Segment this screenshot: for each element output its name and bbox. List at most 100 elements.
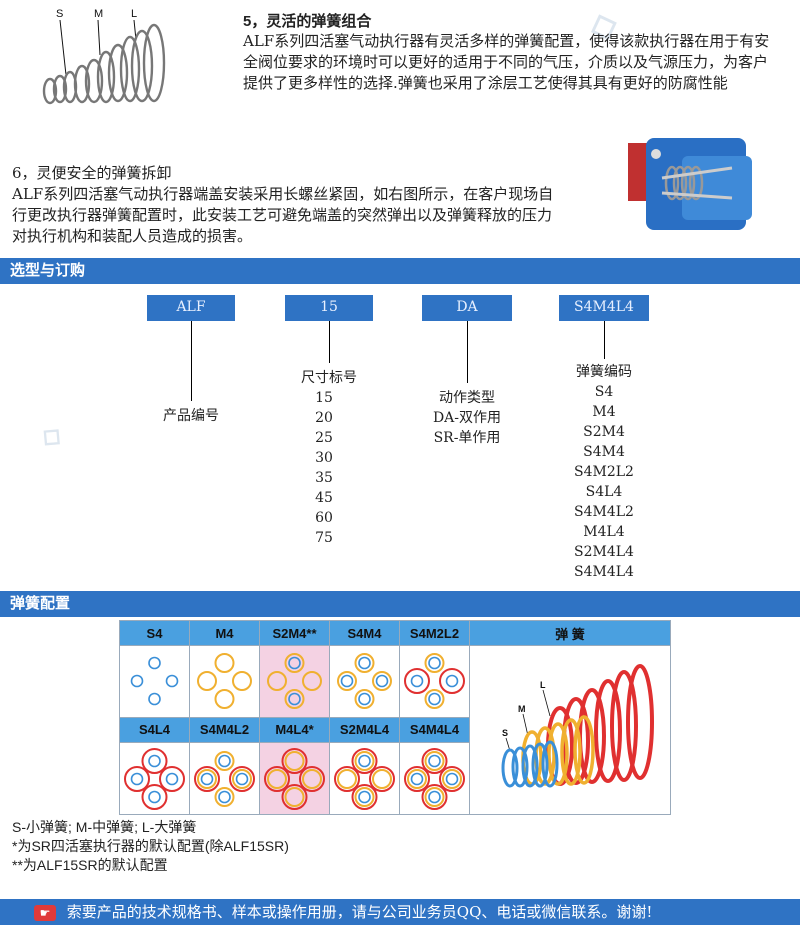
spring-code-item: M4 <box>592 404 616 420</box>
config-header: S4M4L2 <box>189 716 260 744</box>
spring-ring-m <box>214 689 235 710</box>
spring-ring-m <box>232 768 252 789</box>
spring-ring-m <box>407 768 427 789</box>
spring-config-section-bar: 弹簧配置 <box>0 591 800 617</box>
spring-ring-s <box>358 693 371 706</box>
spring-ring-l <box>439 765 465 792</box>
spring-ring-s <box>130 772 144 785</box>
note-line: S-小弹簧; M-中弹簧; L-大弹簧 <box>12 819 197 835</box>
size-list: 15 20 25 30 35 45 60 75 <box>304 388 354 548</box>
spring-ring-s <box>410 772 424 785</box>
spring-ring-m <box>424 689 445 710</box>
spring-ring-l <box>404 668 430 695</box>
spring-ring-l <box>281 783 308 810</box>
config-diagram-s4m4l2 <box>189 742 260 815</box>
config-diagram-s4l4 <box>119 742 190 815</box>
spring-code-title: 弹簧编码 <box>576 364 632 380</box>
spring-letter: S <box>502 728 508 738</box>
connector-line <box>467 321 468 383</box>
footer-text: 索要产品的技术规格书、样本或操作用册，请与公司业务员QQ、电话或微信联系。谢谢! <box>66 903 653 921</box>
spring-image-header: 弹 簧 <box>469 620 671 646</box>
spring-config-table: S4 M4 S2M4** S4M4 S4M2L2 弹 簧 S M L <box>119 620 671 815</box>
spring-ring-s <box>218 790 231 803</box>
spring-ring-m <box>442 768 462 789</box>
spring-ring-s <box>148 754 161 767</box>
config-header: S2M4** <box>259 620 330 646</box>
spring-code-item: S2M4L4 <box>574 544 634 560</box>
spring-ring-m <box>424 750 445 771</box>
spring-label: M <box>94 8 103 20</box>
watermark: ◇ <box>32 417 70 454</box>
spring-ring-m <box>424 786 445 807</box>
spring-code-item: S4M4L4 <box>574 564 634 580</box>
size-item: 15 <box>315 390 333 406</box>
size-item: 20 <box>315 410 333 426</box>
spring-label: L <box>131 8 137 20</box>
spring-ring-s <box>428 790 441 803</box>
spring-ring-m <box>354 750 375 771</box>
spring-ring-l <box>404 765 430 792</box>
code-box-size: 15 <box>285 295 373 321</box>
size-item: 75 <box>315 530 333 546</box>
spring-ring-m <box>337 768 357 789</box>
spring-ring-s <box>445 772 459 785</box>
spring-ring-l <box>229 765 255 792</box>
spring-combo-image-cell: S M L <box>469 645 671 815</box>
size-item: 45 <box>315 490 333 506</box>
size-item: 30 <box>315 450 333 466</box>
spring-code-item: M4L4 <box>583 524 625 540</box>
spring-ring-l <box>421 747 448 774</box>
spring-ring-l <box>159 765 185 792</box>
spring-ring-s <box>428 657 441 670</box>
pointing-hand-icon: ☛ <box>34 905 56 921</box>
actuator-image <box>628 138 752 230</box>
spring-ring-s <box>445 675 459 688</box>
code-box-action: DA <box>422 295 512 321</box>
note-line: **为ALF15SR的默认配置 <box>12 857 168 873</box>
spring-ring-l <box>264 765 290 792</box>
section5-title: 5，灵活的弹簧组合 <box>243 13 372 30</box>
footer-bar: ☛ 索要产品的技术规格书、样本或操作用册，请与公司业务员QQ、电话或微信联系。谢… <box>0 899 800 925</box>
spring-ring-s <box>130 675 144 688</box>
config-diagram-s4m4l4 <box>399 742 470 815</box>
spring-ring-l <box>369 765 395 792</box>
spring-ring-s <box>200 772 214 785</box>
action-item: SR-单作用 <box>433 430 501 446</box>
spring-ring-m <box>284 689 305 710</box>
spring-ring-s <box>428 693 441 706</box>
spring-ring-m <box>197 768 217 789</box>
spring-ring-m <box>372 768 392 789</box>
spring-ring-l <box>334 765 360 792</box>
spring-ring-l <box>141 783 168 810</box>
config-header: S4M4L4 <box>399 716 470 744</box>
config-header: S4M4 <box>329 620 400 646</box>
spring-ring-m <box>424 653 445 674</box>
spring-ring-m <box>267 671 287 692</box>
spring-ring-l <box>141 747 168 774</box>
config-header: S4M2L2 <box>399 620 470 646</box>
section6-text: ALF系列四活塞气动执行器端盖安装采用长螺丝紧固，如右图所示，在客户现场自行更改… <box>12 185 554 245</box>
spring-ring-l <box>194 765 220 792</box>
spring-ring-s <box>428 754 441 767</box>
spring-ring-l <box>439 668 465 695</box>
spring-ring-m <box>354 689 375 710</box>
spring-ring-s <box>165 772 179 785</box>
spring-code-item: S4L4 <box>585 484 623 500</box>
config-diagram-s2m4l4 <box>329 742 400 815</box>
section5-text: ALF系列四活塞气动执行器有灵活多样的弹簧配置，使得该款执行器在用于有安全阀位要… <box>243 32 770 92</box>
config-header: S4 <box>119 620 190 646</box>
spring-ring-s <box>358 790 371 803</box>
spring-ring-l <box>299 765 325 792</box>
spring-ring-m <box>214 750 235 771</box>
section6-title: 6，灵便安全的弹簧拆卸 <box>12 164 172 182</box>
config-diagram-s4m2l2 <box>399 645 470 718</box>
config-diagram-s4 <box>119 645 190 718</box>
spring-ring-l <box>351 747 378 774</box>
spring-ring-m <box>197 671 217 692</box>
spring-ring-m <box>267 768 287 789</box>
size-item: 35 <box>315 470 333 486</box>
config-diagram-m4l4 <box>259 742 330 815</box>
note-line: *为SR四活塞执行器的默认配置(除ALF15SR) <box>12 838 289 854</box>
spring-ring-s <box>148 657 161 670</box>
spring-ring-s <box>235 772 249 785</box>
